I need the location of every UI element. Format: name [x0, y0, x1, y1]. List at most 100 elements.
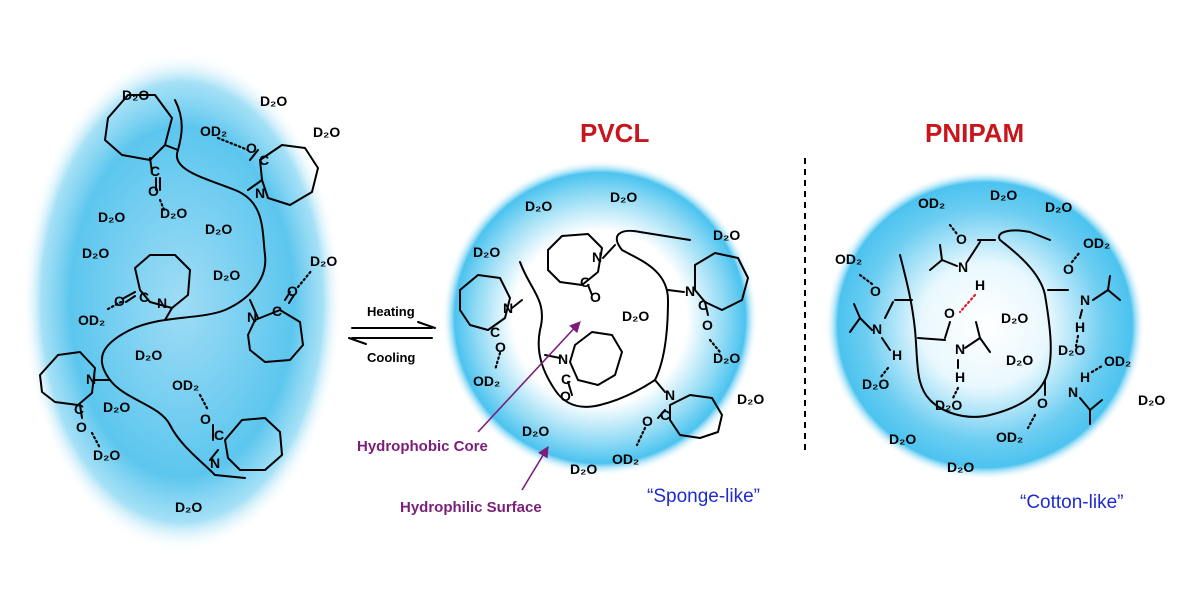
atom-c: C — [580, 274, 590, 290]
pvcl-backbone — [519, 230, 691, 408]
water-label: D₂O — [82, 245, 109, 261]
atom-c: C — [561, 371, 571, 387]
water-label: D₂O — [1045, 199, 1072, 215]
coil-backbone — [100, 99, 267, 479]
atom-n: N — [1080, 292, 1090, 308]
water-label: D₂O — [935, 397, 962, 413]
water-label: OD₂ — [200, 123, 227, 139]
caprolactam-ring — [547, 233, 603, 286]
atom-o: O — [702, 317, 713, 333]
water-label: D₂O — [135, 347, 162, 363]
pnipam-title: PNIPAM — [925, 118, 1024, 148]
heating-label: Heating — [367, 304, 415, 319]
water-label: D₂O — [1006, 352, 1033, 368]
water-label: D₂O — [713, 350, 740, 366]
hydrophilic-surface-pointer — [521, 446, 549, 491]
water-label: OD₂ — [918, 195, 945, 211]
water-label: D₂O — [1138, 392, 1165, 408]
hydrophobic-core-pointer — [477, 321, 581, 433]
atom-o: O — [560, 388, 571, 404]
caprolactam-ring — [669, 394, 723, 439]
atom-o: O — [246, 140, 257, 156]
atom-n: N — [247, 309, 257, 325]
atom-n: N — [685, 283, 695, 299]
water-label: D₂O — [310, 253, 337, 269]
water-label: OD₂ — [78, 312, 105, 328]
atom-n: N — [958, 259, 968, 275]
atom-o: O — [114, 293, 125, 309]
pnipam-globule — [825, 170, 1145, 480]
water-label: D₂O — [473, 244, 500, 260]
atom-o: O — [495, 339, 506, 355]
atom-o: O — [956, 231, 967, 247]
hydrophobic-core-label: Hydrophobic Core — [357, 438, 488, 455]
water-label: D₂O — [313, 124, 340, 140]
water-label: D₂O — [862, 376, 889, 392]
water-label: D₂O — [103, 399, 130, 415]
caprolactam-ring — [569, 331, 623, 386]
atom-n: N — [1068, 384, 1078, 400]
water-label: D₂O — [122, 87, 149, 103]
atom-n: N — [157, 295, 167, 311]
caprolactam-ring — [259, 144, 319, 206]
atom-o: O — [590, 289, 601, 305]
atom-n: N — [872, 321, 882, 337]
water-label: D₂O — [737, 391, 764, 407]
water-label: D₂O — [522, 423, 549, 439]
water-label: D₂O — [570, 461, 597, 477]
caprolactam-ring — [694, 252, 749, 311]
water-label: OD₂ — [835, 251, 862, 267]
atom-h: H — [892, 347, 902, 363]
atom-n: N — [210, 455, 220, 471]
atom-o: O — [76, 419, 87, 435]
water-label: D₂O — [213, 267, 240, 283]
atom-h: H — [1075, 319, 1085, 335]
atom-c: C — [214, 427, 224, 443]
atom-c: C — [698, 297, 708, 313]
atom-n: N — [665, 387, 675, 403]
atom-c: C — [150, 163, 160, 179]
water-label: D₂O — [1058, 342, 1085, 358]
water-label: D₂O — [947, 459, 974, 475]
atom-h: H — [975, 277, 985, 293]
atom-n: N — [503, 300, 513, 316]
atom-n: N — [558, 351, 568, 367]
pnipam-panel: PNIPAM O N H OD₂ D₂O O OD₂ N H O N — [825, 118, 1165, 513]
hydrophilic-surface-label: Hydrophilic Surface — [400, 499, 542, 516]
atom-o: O — [200, 411, 211, 427]
equilibrium-arrows: Heating Cooling — [348, 304, 436, 365]
water-label: OD₂ — [1083, 235, 1110, 251]
atom-n: N — [592, 249, 602, 265]
atom-h: H — [955, 369, 965, 385]
cotton-like-label: “Cotton-like” — [1020, 492, 1123, 513]
atom-h: H — [1080, 369, 1090, 385]
caprolactam-ring — [247, 309, 304, 363]
water-label: D₂O — [610, 189, 637, 205]
atom-o: O — [642, 413, 653, 429]
cooling-label: Cooling — [367, 350, 415, 365]
caprolactam-ring — [459, 274, 511, 331]
atom-o: O — [870, 283, 881, 299]
water-label: D₂O — [93, 447, 120, 463]
atom-o: O — [287, 283, 298, 299]
atom-c: C — [74, 401, 84, 417]
water-label: D₂O — [1001, 310, 1028, 326]
caprolactam-ring — [39, 351, 96, 406]
water-label: OD₂ — [172, 377, 199, 393]
atom-c: C — [660, 407, 670, 423]
water-label: D₂O — [713, 227, 740, 243]
atom-n: N — [955, 341, 965, 357]
atom-o: O — [1037, 395, 1048, 411]
water-label: D₂O — [889, 431, 916, 447]
atom-o: O — [148, 183, 159, 199]
water-label: OD₂ — [612, 451, 639, 467]
water-label: D₂O — [98, 209, 125, 225]
caprolactam-ring — [224, 417, 283, 471]
water-label: OD₂ — [1104, 353, 1131, 369]
water-label: OD₂ — [996, 429, 1023, 445]
pvcl-panel: PVCL N C O N C O OD₂ N C O N C O — [357, 118, 764, 516]
water-label: D₂O — [205, 221, 232, 237]
water-label: D₂O — [175, 499, 202, 515]
water-label: D₂O — [990, 187, 1017, 203]
